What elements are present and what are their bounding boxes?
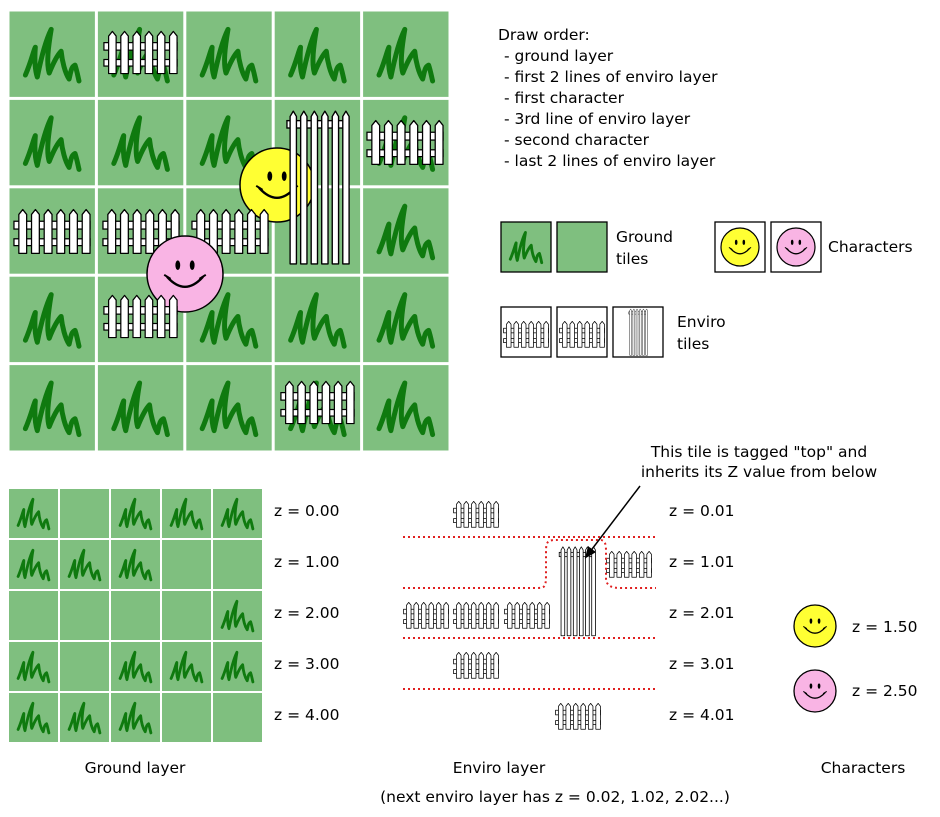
grass-tile xyxy=(60,693,109,742)
yellow-character-icon xyxy=(720,227,760,267)
yellow-character-icon xyxy=(793,604,837,648)
draw-order-item: - last 2 lines of enviro layer xyxy=(504,152,716,170)
ground-layer-tiles xyxy=(9,489,262,742)
grass-tile xyxy=(363,276,449,363)
grass-tile xyxy=(97,365,184,451)
legend-characters xyxy=(714,221,822,273)
annotation-arrow xyxy=(584,485,641,559)
enviro-z-label: z = 2.01 xyxy=(669,604,735,622)
ground-z-label: z = 1.00 xyxy=(274,553,340,571)
grass-tile xyxy=(9,276,95,363)
pink-character-icon xyxy=(146,235,224,313)
row-separator-line xyxy=(403,539,656,589)
character-z-label: z = 1.50 xyxy=(852,618,918,636)
enviro-z-label: z = 0.01 xyxy=(669,502,735,520)
grass-tile xyxy=(9,642,58,691)
grass-tile xyxy=(9,540,58,589)
grass-tile xyxy=(9,365,95,451)
draw-order-item: - first 2 lines of enviro layer xyxy=(504,68,718,86)
plain-ground-tile xyxy=(60,591,109,640)
grass-tile xyxy=(363,365,449,451)
ground-z-label: z = 2.00 xyxy=(274,604,340,622)
legend-enviro-label-line2: tiles xyxy=(677,335,709,353)
grass-tile xyxy=(363,11,449,97)
pink-character-icon xyxy=(793,669,837,713)
caption-enviro-layer: Enviro layer xyxy=(453,759,546,777)
fence-tile xyxy=(453,500,499,528)
grass-tile xyxy=(213,642,262,691)
caption-characters: Characters xyxy=(821,759,906,777)
caption-note: (next enviro layer has z = 0.02, 1.02, 2… xyxy=(380,788,730,806)
draw-order-heading: Draw order: xyxy=(498,26,590,44)
legend-characters-label: Characters xyxy=(828,238,913,256)
caption-ground-layer: Ground layer xyxy=(85,759,186,777)
grass-tile xyxy=(162,642,211,691)
pink-character-icon xyxy=(776,227,816,267)
fence-tile xyxy=(504,601,550,629)
grass-tile xyxy=(363,188,449,274)
grass-tile xyxy=(111,642,160,691)
enviro-z-label: z = 4.01 xyxy=(669,706,735,724)
fence-tile xyxy=(453,601,499,629)
grass-tile xyxy=(213,591,262,640)
legend-ground-label-line1: Ground xyxy=(616,228,673,246)
fence-tile xyxy=(403,601,449,629)
grass-tile xyxy=(274,276,361,363)
annotation-line2: inherits its Z value from below xyxy=(641,463,878,481)
enviro-layer xyxy=(403,485,656,730)
annotation-line1: This tile is tagged "top" and xyxy=(650,443,867,461)
plain-ground-tile xyxy=(9,591,58,640)
tall-fence-tile xyxy=(558,546,596,637)
draw-order-item: - 3rd line of enviro layer xyxy=(504,110,691,128)
grass-tile xyxy=(60,540,109,589)
grass-tile xyxy=(274,11,361,97)
grass-tile xyxy=(111,489,160,538)
fence-tile xyxy=(606,550,652,578)
enviro-z-label: z = 3.01 xyxy=(669,655,735,673)
grass-tile xyxy=(9,693,58,742)
grass-tile xyxy=(111,540,160,589)
plain-ground-tile xyxy=(111,591,160,640)
plain-ground-tile xyxy=(213,693,262,742)
grass-tile xyxy=(186,365,272,451)
ground-z-label: z = 3.00 xyxy=(274,655,340,673)
plain-ground-tile xyxy=(213,540,262,589)
grass-tile xyxy=(213,489,262,538)
legend-enviro-tiles xyxy=(500,306,664,358)
grass-tile xyxy=(186,11,272,97)
grass-tile xyxy=(111,693,160,742)
grass-tile xyxy=(162,489,211,538)
legend-enviro-label-line1: Enviro xyxy=(677,313,726,331)
fence-tile xyxy=(453,651,499,679)
character-z-label: z = 2.50 xyxy=(852,682,918,700)
draw-order-item: - second character xyxy=(504,131,650,149)
ground-z-label: z = 0.00 xyxy=(274,502,340,520)
grass-tile xyxy=(9,11,95,97)
legend-ground-label-line2: tiles xyxy=(616,250,648,268)
plain-ground-tile xyxy=(162,693,211,742)
plain-ground-tile xyxy=(60,489,109,538)
fence-tile xyxy=(555,702,601,730)
draw-order-item: - first character xyxy=(504,89,625,107)
enviro-z-label: z = 1.01 xyxy=(669,553,735,571)
draw-order-item: - ground layer xyxy=(504,47,614,65)
grass-tile xyxy=(97,99,184,186)
ground-layer-map xyxy=(8,488,263,743)
plain-ground-tile xyxy=(60,642,109,691)
plain-ground-tile xyxy=(162,540,211,589)
ground-z-label: z = 4.00 xyxy=(274,706,340,724)
grass-tile xyxy=(9,99,95,186)
legend-ground-tiles xyxy=(500,221,608,273)
composite-map xyxy=(8,10,450,452)
grass-tile xyxy=(9,489,58,538)
plain-ground-tile xyxy=(162,591,211,640)
